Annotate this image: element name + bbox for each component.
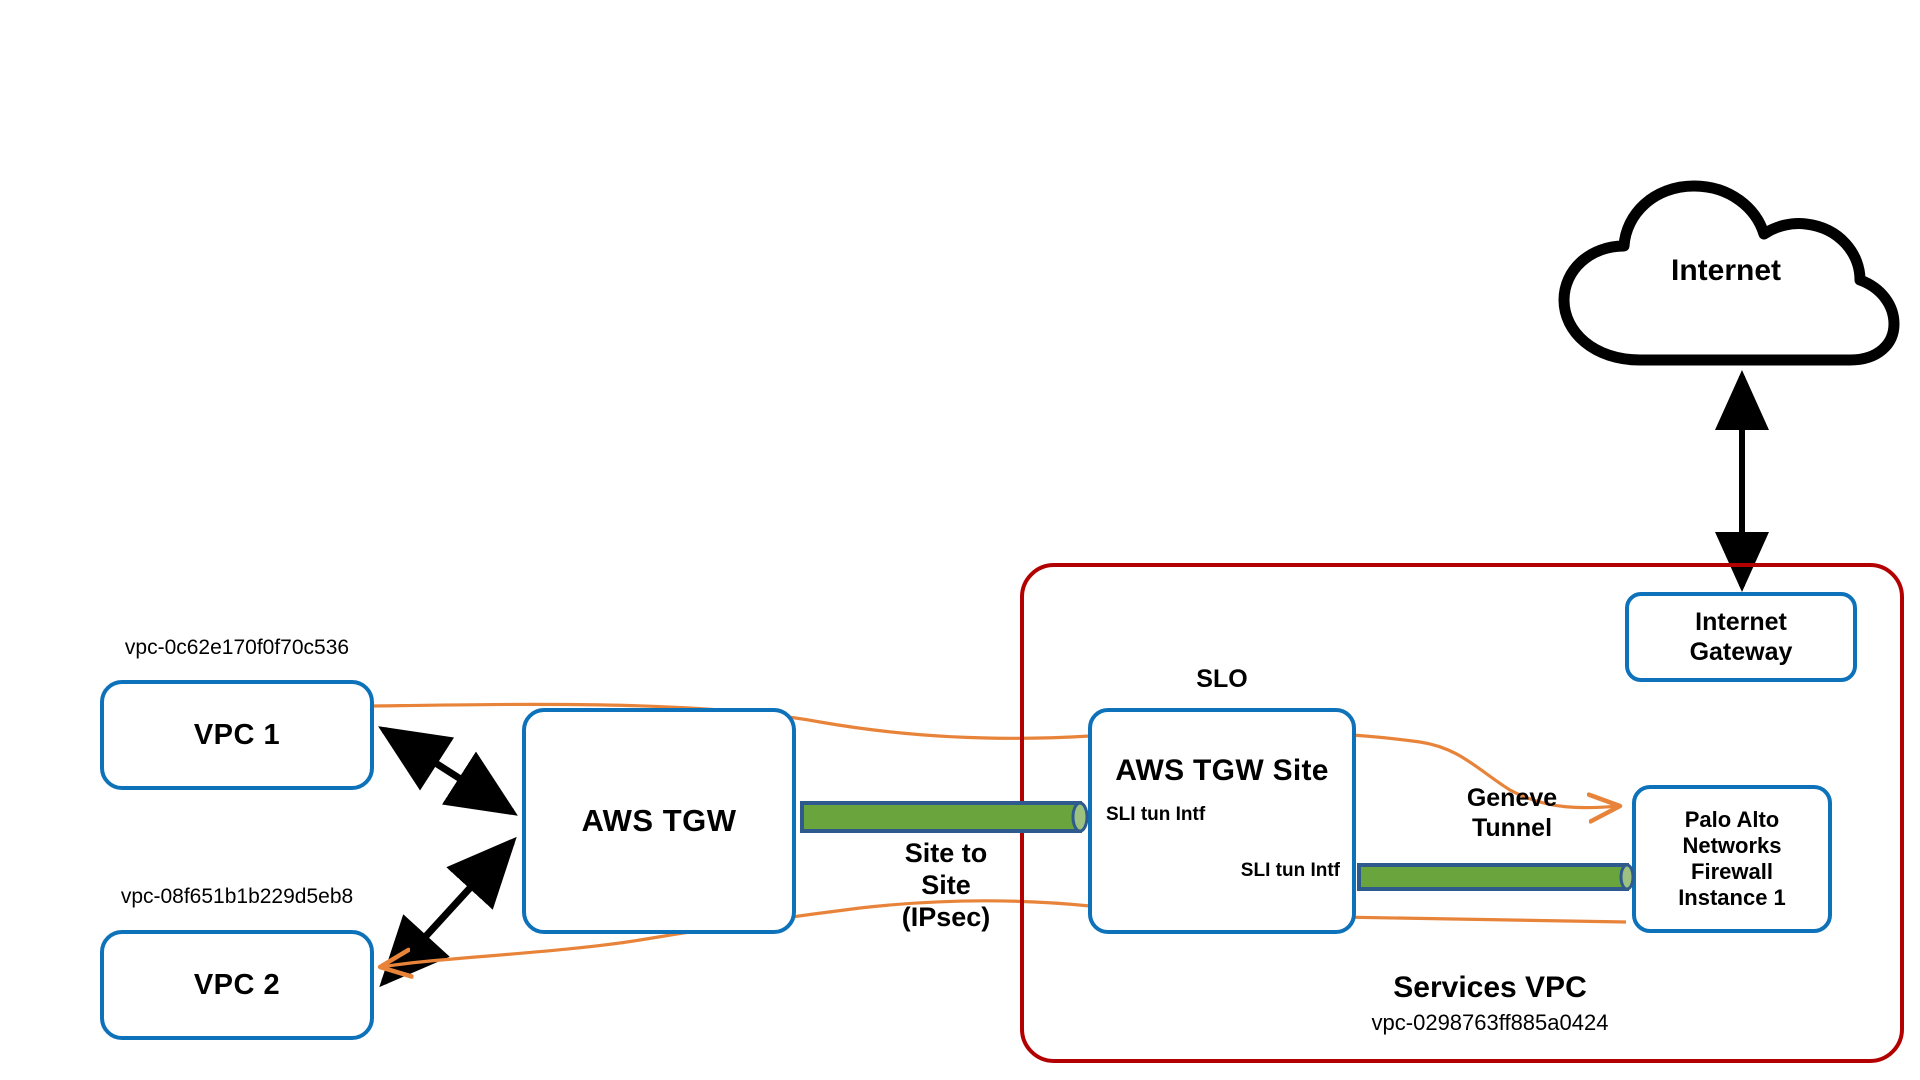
internet-gateway-node[interactable]: Internet Gateway — [1625, 592, 1857, 682]
tunnel-cylinder-icon — [1357, 863, 1635, 891]
tunnel-cylinder-icon — [800, 801, 1089, 833]
geneve-line2: Tunnel — [1471, 813, 1553, 842]
services-vpc-title: Services VPC — [1393, 971, 1587, 1004]
geneve-tunnel-label: Geneve Tunnel — [1412, 784, 1612, 843]
aws-tgw-node[interactable]: AWS TGW — [522, 708, 796, 934]
geneve-line1: Geneve — [1466, 784, 1558, 812]
vpc1-label: VPC 1 — [193, 718, 281, 751]
firewall-line3: Firewall — [1691, 859, 1773, 884]
wire-vpc1-to-tgw — [378, 726, 518, 816]
slo-label: SLO — [1196, 665, 1248, 693]
aws-tgw-site-label: AWS TGW Site — [1115, 754, 1329, 787]
sli-tun-intf-bottom: SLI tun Intf — [1240, 860, 1340, 881]
internet-gateway-label-line1: Internet — [1695, 608, 1787, 636]
internet-cloud: Internet — [1548, 170, 1904, 370]
vpc1-id-label: vpc-0c62e170f0f70c536 — [124, 636, 350, 659]
s2s-line3: (IPsec) — [901, 901, 991, 932]
vpc1-node[interactable]: VPC 1 — [100, 680, 374, 790]
firewall-line1: Palo Alto — [1684, 807, 1780, 833]
palo-alto-firewall-node[interactable]: Palo Alto Networks Firewall Instance 1 — [1632, 785, 1832, 933]
sli-tun-intf-top: SLI tun Intf — [1106, 804, 1206, 825]
aws-tgw-site-node[interactable]: AWS TGW Site SLI tun Intf SLI tun Intf — [1088, 708, 1356, 934]
aws-tgw-label: AWS TGW — [581, 803, 737, 838]
site-to-site-tunnel-label: Site to Site (IPsec) — [828, 838, 1064, 934]
vpc2-label: VPC 2 — [193, 968, 281, 1001]
internet-gateway-label-line2: Gateway — [1689, 638, 1793, 666]
firewall-line2: Networks — [1682, 833, 1782, 859]
site-to-site-tunnel — [800, 800, 1090, 834]
vpc2-node[interactable]: VPC 2 — [100, 930, 374, 1040]
firewall-line4: Instance 1 — [1678, 884, 1786, 910]
geneve-tunnel — [1357, 862, 1637, 892]
s2s-line1: Site to — [904, 838, 988, 868]
wire-vpc2-to-tgw — [379, 836, 517, 988]
services-vpc-id: vpc-0298763ff885a0424 — [1371, 1010, 1609, 1035]
cloud-icon — [1558, 180, 1900, 366]
s2s-line2: Site — [921, 869, 971, 900]
vpc2-id-label: vpc-08f651b1b229d5eb8 — [120, 885, 354, 908]
internet-label: Internet — [1670, 254, 1781, 287]
